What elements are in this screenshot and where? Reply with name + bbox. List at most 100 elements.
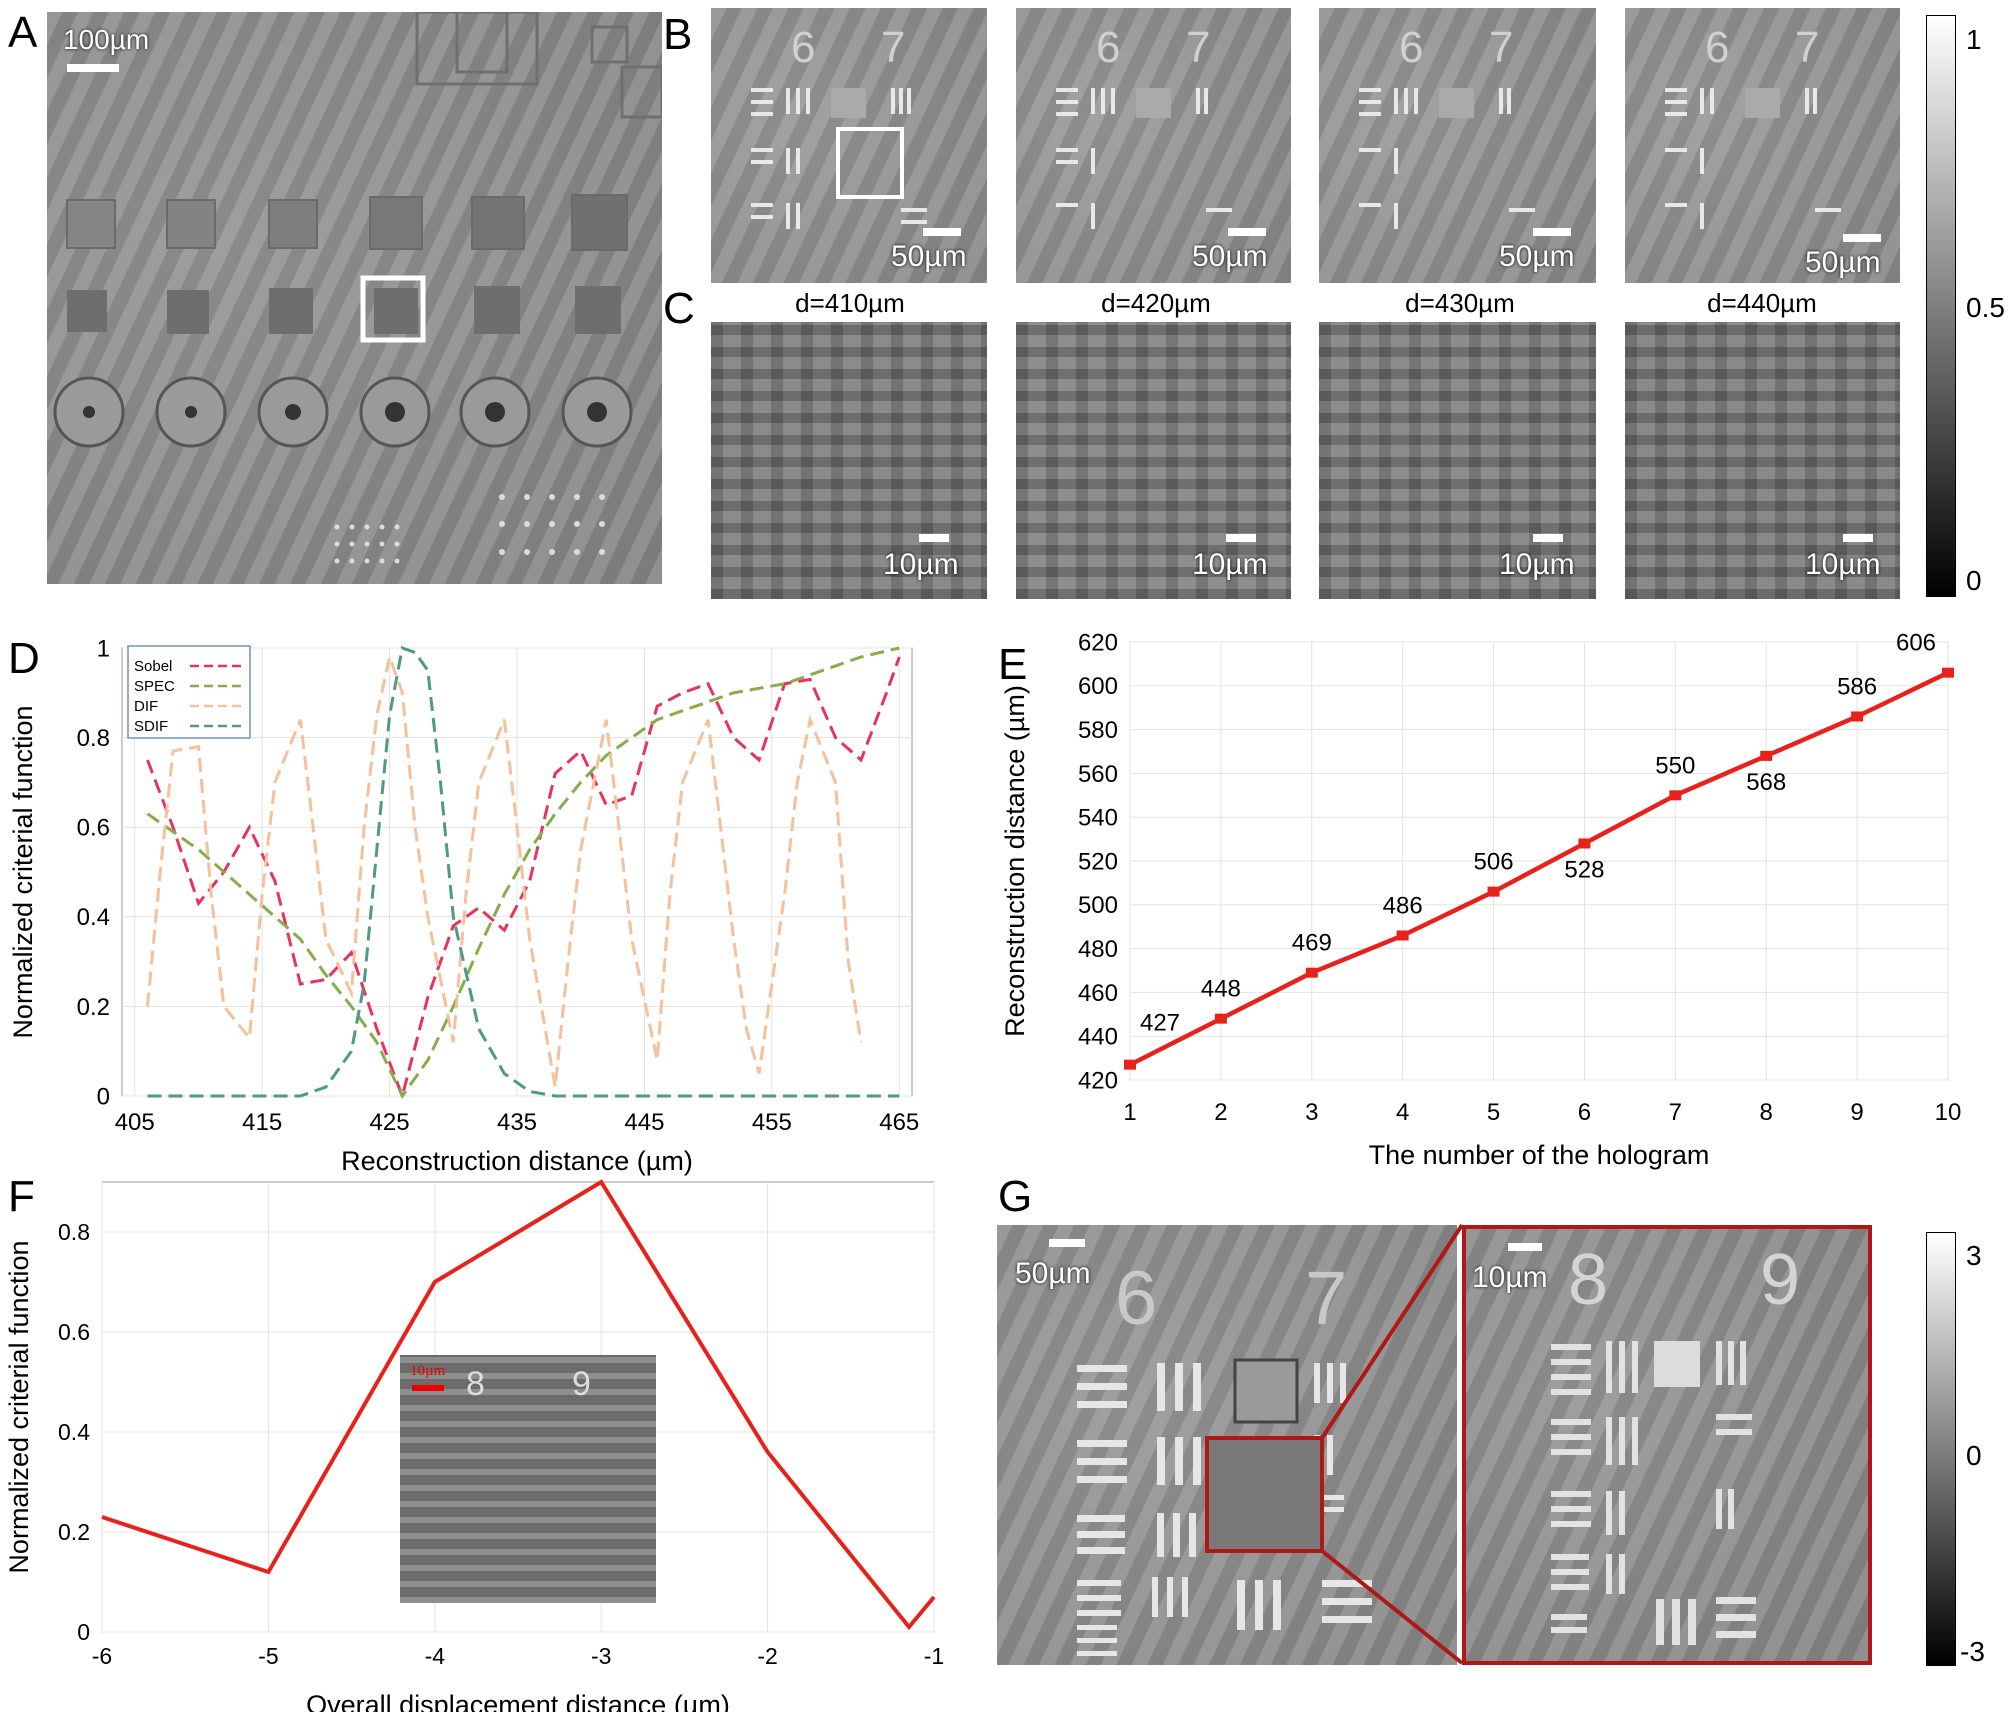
y-tick-label: 500 bbox=[1078, 892, 1118, 919]
y-tick-label: 620 bbox=[1078, 630, 1118, 656]
y-tick-label: 0.8 bbox=[77, 725, 110, 752]
colorbar-2 bbox=[1926, 1232, 1956, 1666]
series-line-sdif bbox=[147, 646, 900, 1098]
panel-b-scale-bar-3 bbox=[1533, 228, 1571, 236]
legend-label: SPEC bbox=[134, 678, 175, 695]
data-label: 469 bbox=[1292, 930, 1332, 957]
data-label: 606 bbox=[1896, 630, 1936, 657]
panel-g-image-left: 6 7 50µm bbox=[997, 1225, 1457, 1665]
data-label: 427 bbox=[1140, 1010, 1180, 1037]
data-point bbox=[1942, 667, 1954, 678]
panel-a-scale-label: 100µm bbox=[63, 24, 150, 55]
panel-label-f: F bbox=[8, 1172, 35, 1221]
x-tick-label: -1 bbox=[924, 1643, 944, 1669]
data-label: 586 bbox=[1837, 673, 1877, 700]
panel-a-selection-box bbox=[360, 275, 426, 343]
legend-label: DIF bbox=[134, 698, 158, 715]
x-tick-label: 10 bbox=[1935, 1099, 1962, 1126]
panel-b-scale-label-1: 50µm bbox=[891, 240, 967, 273]
colorbar-1-tick-top: 1 bbox=[1966, 24, 1982, 55]
panel-b-digit-7: 7 bbox=[1795, 23, 1820, 72]
legend-label: SDIF bbox=[134, 718, 168, 735]
series-line-dif bbox=[146, 651, 863, 1088]
data-point bbox=[1305, 967, 1318, 978]
data-label: 448 bbox=[1201, 976, 1241, 1003]
colorbar-2-tick-mid: 0 bbox=[1966, 1440, 1982, 1471]
x-tick-label: -4 bbox=[425, 1643, 446, 1669]
panel-c-scale-bar-1 bbox=[919, 534, 949, 542]
panel-label-c: C bbox=[663, 284, 695, 333]
y-tick-label: 480 bbox=[1078, 936, 1118, 963]
y-tick-label: 600 bbox=[1078, 673, 1118, 700]
x-tick-label: -2 bbox=[757, 1643, 777, 1669]
y-tick-label: 460 bbox=[1078, 980, 1118, 1007]
y-tick-label: 420 bbox=[1078, 1067, 1118, 1094]
panel-g-digit-7: 7 bbox=[1305, 1256, 1348, 1341]
panel-g-roi-box bbox=[1205, 1436, 1324, 1553]
panel-b-digit-6: 6 bbox=[791, 23, 816, 72]
panel-b-scale-label-4: 50µm bbox=[1805, 246, 1881, 279]
y-tick-label: 540 bbox=[1078, 805, 1118, 832]
x-tick-label: 4 bbox=[1396, 1099, 1409, 1126]
data-point bbox=[1851, 711, 1864, 722]
x-tick-label: 445 bbox=[624, 1109, 664, 1136]
colorbar-1-tick-mid: 0.5 bbox=[1966, 292, 2005, 323]
panel-f-inset-digit-9: 9 bbox=[572, 1365, 591, 1403]
panel-a-scale-bar bbox=[67, 64, 119, 72]
panel-c-scale-bar-3 bbox=[1533, 534, 1563, 542]
data-label: 550 bbox=[1655, 752, 1695, 779]
panel-label-d: D bbox=[8, 634, 40, 683]
y-tick-label: 0.4 bbox=[58, 1419, 90, 1445]
series-line-0 bbox=[101, 1179, 936, 1631]
x-tick-label: 435 bbox=[497, 1109, 537, 1136]
panel-f-inset-digit-8: 8 bbox=[466, 1365, 485, 1403]
legend-label: Sobel bbox=[134, 658, 172, 675]
y-tick-label: 0.6 bbox=[77, 815, 110, 842]
panel-b-image-2: 6 7 50µm bbox=[1016, 8, 1291, 283]
panel-c-scale-bar-2 bbox=[1226, 534, 1256, 542]
y-tick-label: 0.4 bbox=[77, 904, 110, 931]
x-axis-title: The number of the hologram bbox=[1369, 1140, 1710, 1170]
data-point bbox=[1669, 790, 1682, 801]
panel-c-scale-label-1: 10µm bbox=[883, 548, 959, 581]
panel-b-image-4: 6 7 50µm bbox=[1625, 8, 1900, 283]
x-tick-label: 465 bbox=[879, 1109, 919, 1136]
panel-f-inset-scale-bar bbox=[412, 1385, 444, 1391]
panel-c-distance-4: d=440µm bbox=[1707, 288, 1817, 318]
panel-label-a: A bbox=[8, 8, 38, 57]
x-tick-label: 455 bbox=[752, 1109, 792, 1136]
panel-c-scale-label-3: 10µm bbox=[1499, 548, 1575, 581]
y-tick-label: 0.6 bbox=[58, 1319, 90, 1345]
panel-label-g: G bbox=[998, 1172, 1033, 1221]
panel-c-image-2: 10µm bbox=[1016, 322, 1291, 599]
x-tick-label: -6 bbox=[92, 1643, 112, 1669]
panel-c-distance-3: d=430µm bbox=[1405, 288, 1515, 318]
panel-b-roi-box bbox=[836, 127, 904, 199]
x-tick-label: -5 bbox=[258, 1643, 278, 1669]
colorbar-2-tick-bottom: -3 bbox=[1960, 1636, 1985, 1667]
data-label: 528 bbox=[1564, 856, 1604, 883]
panel-b-scale-label-3: 50µm bbox=[1499, 240, 1575, 273]
panel-b-scale-bar-1 bbox=[923, 228, 961, 236]
colorbar-1-tick-bottom: 0 bbox=[1966, 565, 1982, 596]
x-tick-label: -3 bbox=[591, 1643, 611, 1669]
y-tick-label: 0.8 bbox=[58, 1219, 90, 1245]
panel-label-e: E bbox=[998, 640, 1028, 689]
panel-g-digit-9: 9 bbox=[1760, 1240, 1801, 1320]
data-point bbox=[1760, 750, 1773, 761]
panel-a-micrograph: 100µm bbox=[47, 12, 662, 584]
panel-c-scale-label-4: 10µm bbox=[1805, 548, 1881, 581]
data-label: 506 bbox=[1474, 849, 1514, 876]
x-axis-title: Reconstruction distance (µm) bbox=[341, 1146, 693, 1176]
x-tick-label: 1 bbox=[1123, 1099, 1136, 1126]
legend-box bbox=[127, 645, 251, 739]
panel-c-scale-label-2: 10µm bbox=[1192, 548, 1268, 581]
y-tick-label: 0 bbox=[77, 1619, 90, 1645]
panel-c-scale-bar-4 bbox=[1843, 534, 1873, 542]
colorbar-2-tick-top: 3 bbox=[1966, 1240, 1982, 1271]
data-point bbox=[1487, 886, 1500, 897]
y-tick-label: 1 bbox=[97, 635, 110, 662]
